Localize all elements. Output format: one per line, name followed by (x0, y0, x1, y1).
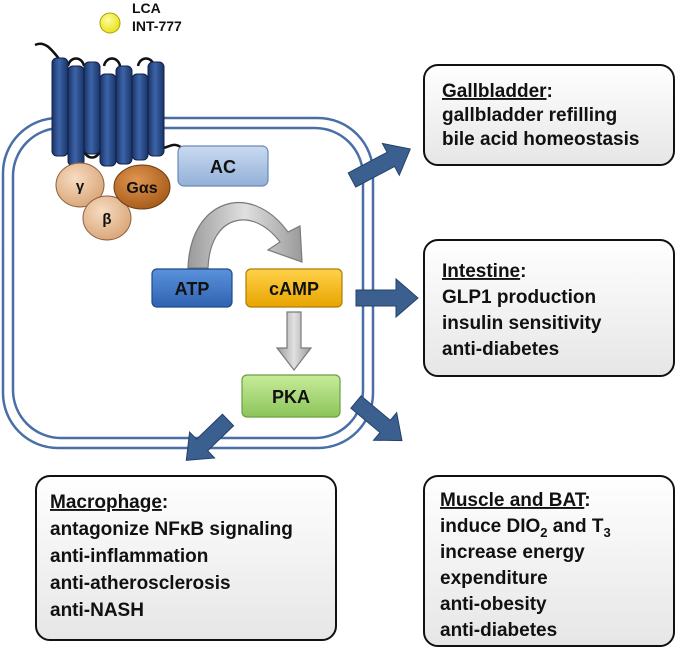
g-alpha-s-label: Gαs (126, 180, 157, 197)
muscle-bat-line-3: expenditure (440, 568, 548, 589)
camp-to-pka-arrow (275, 311, 313, 371)
gallbladder-box: Gallbladder: gallbladder refilling bile … (423, 64, 675, 166)
atp-to-camp-arrow (187, 202, 303, 269)
macrophage-line-4: anti-NASH (50, 600, 144, 621)
macrophage-line-3: anti-atherosclerosis (50, 573, 231, 594)
macrophage-box: Macrophage: antagonize NFκB signaling an… (35, 475, 337, 641)
arrow-to-gallbladder (347, 142, 411, 188)
pka-label: PKA (272, 387, 310, 407)
macrophage-title: Macrophage (50, 492, 162, 513)
muscle-bat-line-2: increase energy (440, 542, 585, 563)
atp-box (151, 268, 233, 308)
g-gamma-subunit (55, 162, 105, 208)
atp-label: ATP (175, 279, 210, 299)
ligand-icon (99, 12, 121, 34)
g-gamma-label: γ (76, 178, 85, 195)
muscle-bat-line-5: anti-diabetes (440, 620, 557, 641)
ligand-label-int777: INT-777 (132, 18, 182, 34)
g-alpha-s-subunit (113, 164, 171, 210)
tgr5-receptor-icon (34, 42, 183, 167)
ac-box (177, 145, 269, 187)
intestine-box: Intestine: GLP1 production insulin sensi… (423, 239, 675, 377)
ac-label: AC (210, 157, 236, 177)
cell-membrane-inner (11, 126, 365, 440)
svg-text:Intestine:: Intestine: (442, 261, 526, 282)
camp-box (245, 268, 343, 308)
gallbladder-line-2: bile acid homeostasis (442, 129, 639, 150)
muscle-bat-box: Muscle and BAT: induce DIO2 and T3 incre… (423, 475, 675, 647)
svg-text:Muscle and BAT:: Muscle and BAT: (440, 490, 591, 511)
svg-text:Macrophage:: Macrophage: (50, 492, 168, 513)
gallbladder-title: Gallbladder (442, 81, 547, 102)
intestine-line-2: insulin sensitivity (442, 313, 602, 334)
gallbladder-line-1: gallbladder refilling (442, 105, 617, 126)
g-beta-label: β (102, 211, 111, 228)
arrow-to-muscle (350, 395, 403, 442)
intestine-line-3: anti-diabetes (442, 339, 559, 360)
intestine-line-1: GLP1 production (442, 287, 596, 308)
pka-box (241, 374, 341, 418)
muscle-bat-line-1: induce DIO2 and T3 (440, 516, 611, 540)
ligand-label-lca: LCA (132, 0, 161, 16)
camp-label: cAMP (269, 279, 319, 299)
muscle-bat-line-4: anti-obesity (440, 594, 547, 615)
macrophage-line-1: antagonize NFκB signaling (50, 519, 293, 540)
intestine-title: Intestine (442, 261, 520, 282)
arrow-to-intestine (355, 277, 419, 319)
muscle-bat-title: Muscle and BAT (440, 490, 587, 511)
g-beta-subunit (82, 195, 132, 241)
arrow-to-macrophage (185, 413, 235, 461)
svg-text:Gallbladder:: Gallbladder: (442, 81, 553, 102)
macrophage-line-2: anti-inflammation (50, 546, 208, 567)
